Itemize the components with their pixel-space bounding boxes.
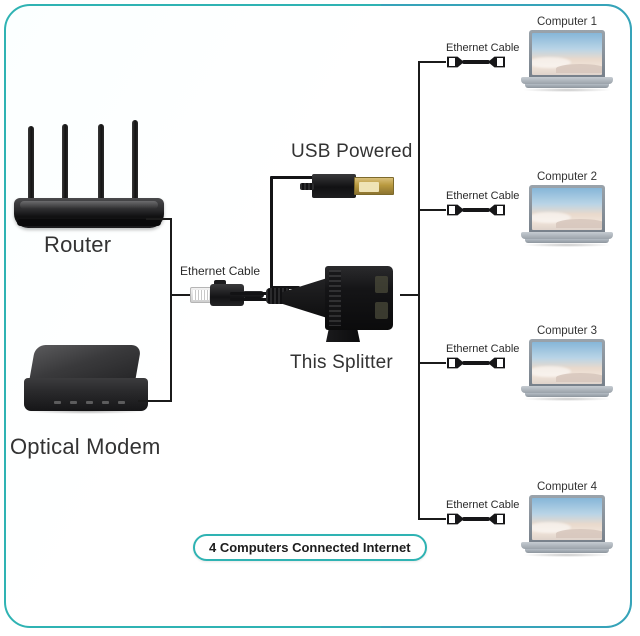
- line-bus-to-modem: [138, 400, 172, 402]
- laptop-foot: [525, 239, 609, 243]
- usb-cord-bottom: [270, 286, 300, 289]
- modem-label: Optical Modem: [10, 434, 161, 459]
- cable-plug-right: [488, 357, 505, 369]
- ethernet-cable-icon-4: [447, 512, 505, 526]
- line-branch-2: [418, 209, 446, 211]
- line-branch-4: [418, 518, 446, 520]
- laptop-4: [521, 495, 613, 557]
- cable-middle: [462, 60, 490, 64]
- rj45-clip: [190, 287, 212, 303]
- usb-cord-top: [270, 176, 316, 179]
- splitter-port-1: [375, 276, 388, 293]
- cable-plug-right: [488, 204, 505, 216]
- laptop-screen: [532, 188, 602, 230]
- modem-led-3: [86, 401, 93, 404]
- line-bus-to-splitter: [170, 294, 194, 296]
- laptop-3: [521, 339, 613, 401]
- router-antenna-4: [132, 120, 138, 204]
- line-splitter-to-right-bus: [400, 294, 420, 296]
- laptop-1: [521, 30, 613, 92]
- branch-4-cable-label: Ethernet Cable: [446, 499, 520, 511]
- cable-plug-left: [447, 204, 464, 216]
- router-antenna-3: [98, 124, 104, 204]
- modem-illustration: [20, 345, 150, 420]
- cable-plug-left: [447, 357, 464, 369]
- usb-powered-label: USB Powered: [291, 141, 413, 162]
- splitter-hub: [325, 266, 393, 330]
- cable-plug-right: [488, 513, 505, 525]
- usb-connector-icon: [300, 172, 394, 200]
- laptop-base: [521, 542, 613, 549]
- laptop-lid: [529, 339, 605, 387]
- laptop-shadow: [523, 243, 611, 247]
- line-branch-3: [418, 362, 446, 364]
- router-illustration: [14, 118, 164, 228]
- laptop-base: [521, 386, 613, 393]
- splitter-wire-2: [230, 298, 272, 301]
- router-antenna-2: [62, 124, 68, 204]
- modem-led-4: [102, 401, 109, 404]
- line-branch-1: [418, 61, 446, 63]
- laptop-foot: [525, 84, 609, 88]
- cable-middle: [462, 208, 490, 212]
- laptop-2: [521, 185, 613, 247]
- usb-cord-vertical: [270, 176, 273, 288]
- modem-led-1: [54, 401, 61, 404]
- line-router-to-bus: [146, 218, 172, 220]
- router-body: [14, 198, 164, 228]
- laptop-foot: [525, 549, 609, 553]
- branch-3-cable-label: Ethernet Cable: [446, 343, 520, 355]
- computer-3-label: Computer 3: [537, 325, 598, 337]
- cable-plug-left: [447, 513, 464, 525]
- modem-led-5: [118, 401, 125, 404]
- laptop-shadow: [523, 397, 611, 401]
- left-ethernet-cable-label: Ethernet Cable: [180, 264, 261, 278]
- ethernet-cable-icon-2: [447, 203, 505, 217]
- splitter-illustration: [230, 262, 405, 347]
- modem-front: [24, 378, 148, 411]
- branch-1-cable-label: Ethernet Cable: [446, 42, 520, 54]
- computer-4-label: Computer 4: [537, 481, 598, 493]
- diagram-frame: [4, 4, 632, 628]
- laptop-shadow: [523, 553, 611, 557]
- ethernet-cable-icon-3: [447, 356, 505, 370]
- laptop-screen: [532, 342, 602, 384]
- ethernet-cable-icon-1: [447, 55, 505, 69]
- router-label: Router: [44, 232, 112, 257]
- summary-badge: 4 Computers Connected Internet: [193, 534, 427, 561]
- usb-shell: [300, 174, 356, 198]
- modem-led-2: [70, 401, 77, 404]
- computer-2-label: Computer 2: [537, 171, 598, 183]
- laptop-lid: [529, 185, 605, 233]
- line-left-vertical: [170, 218, 172, 402]
- laptop-screen: [532, 498, 602, 540]
- laptop-foot: [525, 393, 609, 397]
- splitter-wire-1: [230, 292, 272, 295]
- laptop-shadow: [523, 88, 611, 92]
- laptop-lid: [529, 30, 605, 78]
- cable-middle: [462, 361, 490, 365]
- cable-middle: [462, 517, 490, 521]
- usb-metal-contact: [354, 177, 394, 195]
- modem-shadow: [26, 409, 146, 414]
- laptop-base: [521, 232, 613, 239]
- cable-plug-left: [447, 56, 464, 68]
- laptop-screen: [532, 33, 602, 75]
- line-right-vertical: [418, 61, 420, 520]
- rj45-tab: [214, 280, 226, 286]
- splitter-port-2: [375, 302, 388, 319]
- cable-plug-right: [488, 56, 505, 68]
- branch-2-cable-label: Ethernet Cable: [446, 190, 520, 202]
- splitter-label: This Splitter: [290, 352, 393, 373]
- laptop-lid: [529, 495, 605, 543]
- laptop-base: [521, 77, 613, 84]
- computer-1-label: Computer 1: [537, 16, 598, 28]
- router-antenna-1: [28, 126, 34, 204]
